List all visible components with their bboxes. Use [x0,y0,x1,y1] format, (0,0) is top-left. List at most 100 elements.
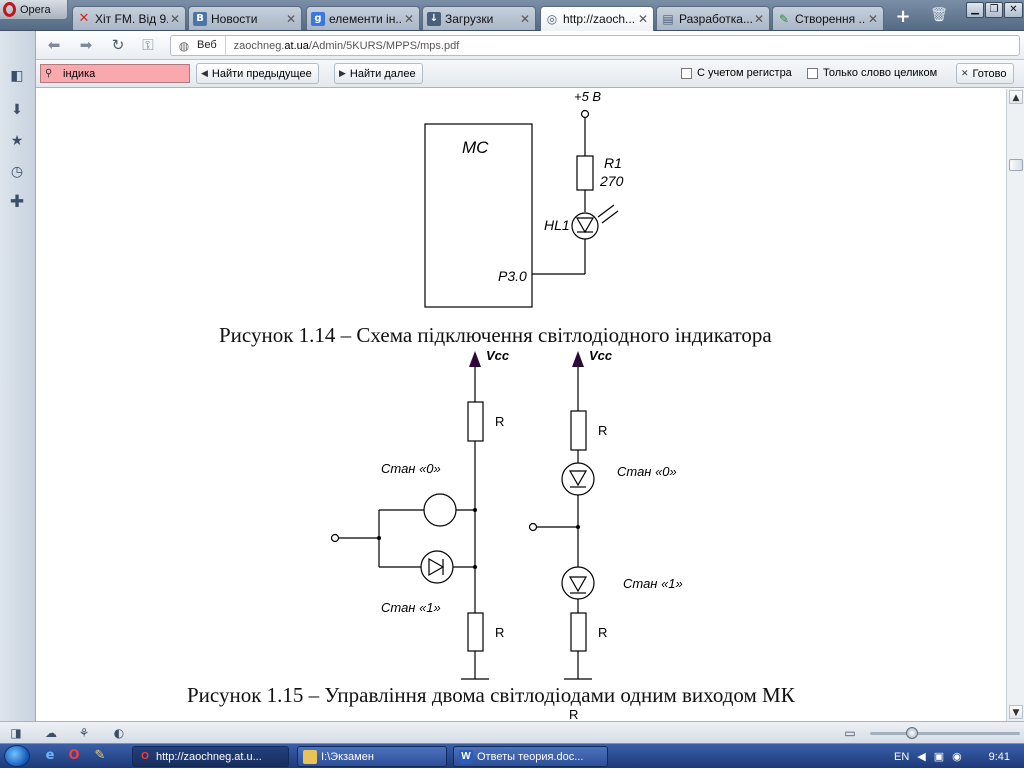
loading-icon: ◎ [546,12,558,26]
cloud-icon[interactable]: ☁ [45,726,57,740]
trash-icon[interactable]: 🗑 [930,7,948,23]
panel-toggle-icon[interactable]: ◨ [10,726,22,740]
led-state0-right-triangle [568,470,588,487]
close-window-button[interactable]: ✕ [1004,2,1023,18]
new-tab-button[interactable]: + [895,6,911,27]
r-label: R [495,625,504,640]
match-case-checkbox[interactable] [681,67,692,79]
led-state1-left [420,550,454,584]
taskbar-window-opera[interactable]: O http://zaochneg.at.u... [132,746,289,767]
r1-value-label: 270 [599,173,624,189]
zoom-view-icon[interactable]: ▭ [844,726,856,740]
find-input[interactable]: ⚲ індика [40,64,190,83]
share-icon[interactable]: ⚘ [78,726,90,740]
pin-label: P3.0 [498,268,527,284]
r-label: R [495,414,504,429]
zoom-slider[interactable] [870,727,1020,739]
close-tab-icon[interactable]: ✕ [169,11,181,26]
scroll-thumb[interactable] [1009,159,1023,171]
right-resistor-bottom [570,612,587,652]
find-done-button[interactable]: ✕ Готово [956,63,1014,84]
vk-icon: B [193,11,207,26]
supply-terminal [580,109,590,119]
bookmarks-icon[interactable]: ★ [10,133,24,149]
left-resistor-top [467,401,484,442]
vcc-label-left: Vcc [486,348,510,363]
close-tab-icon[interactable]: ✕ [403,11,415,26]
scroll-down-arrow[interactable]: ▼ [1009,705,1023,719]
tab-novosti[interactable]: B Новости ✕ [188,6,302,30]
globe-tray-icon[interactable]: ◉ [952,751,962,763]
taskbar-window-word[interactable]: W Ответы теория.doc... [453,746,608,767]
forward-icon[interactable]: ➡ [79,36,93,54]
r1-label: R1 [604,155,622,171]
vcc-label-right: Vcc [589,348,613,363]
taskbar-window-folder[interactable]: I:\Экзамен [297,746,447,767]
add-panel-icon[interactable]: ✚ [9,192,25,212]
folder-icon [303,749,317,764]
back-icon[interactable]: ⬅ [47,36,61,54]
tab-razrabotka[interactable]: ▤ Разработка... ✕ [656,6,770,30]
vertical-scrollbar[interactable]: ▲ ▼ [1006,89,1024,721]
address-mode-label[interactable]: Веб [193,36,226,55]
tray-expand-icon[interactable]: ◀ [917,751,926,763]
close-tab-icon[interactable]: ✕ [637,12,649,26]
state1-label-left: Стан «1» [381,600,441,615]
key-icon[interactable]: ⚿ [142,36,154,54]
tab-downloads[interactable]: ↓ Загрузки ✕ [422,6,536,30]
minimize-button[interactable]: ▁ [966,2,984,18]
zoom-slider-knob[interactable] [906,727,918,739]
match-case-option[interactable]: С учетом регистра [681,67,792,79]
x-icon: ✕ [78,11,90,26]
search-icon: ⚲ [45,68,53,79]
tab-label: Разработка... [679,11,752,26]
state0-label-left: Стан «0» [381,461,441,476]
find-next-label: Найти далее [349,67,416,80]
schematics: +5 В МС R1 270 HL1 P3.0 Vcc Vcc R R R R … [330,89,683,721]
url-prefix: zaochneg. [233,39,285,52]
hl1-label: HL1 [544,217,570,233]
clock[interactable]: 9:41 [988,750,1010,763]
address-toolbar: ⬅ ➡ ↻ ⚿ ◍ Веб zaochneg.at.ua/Admin/5KURS… [36,31,1024,60]
address-url[interactable]: zaochneg.at.ua/Admin/5KURS/MPPS/mps.pdf [226,40,460,52]
tab-strip: Opera ✕ Хіт FM. Від 9... ✕ B Новости ✕ g… [0,0,1024,31]
pdf-page: +5 В МС R1 270 HL1 P3.0 Vcc Vcc R R R R … [37,89,1005,721]
led-hl1-triangle [575,217,595,234]
tab-label: http://zaoch... [563,12,636,26]
led-state1-right [561,566,595,600]
notes-icon[interactable]: ◧ [10,68,24,84]
reload-icon[interactable]: ↻ [111,36,125,54]
speed-dial-icon[interactable]: ◐ [113,726,125,740]
tab-label: Створення ... [795,11,866,26]
find-next-button[interactable]: ▶ Найти далее [334,63,423,84]
pencil-quicklaunch-icon[interactable]: ✎ [94,748,106,763]
opera-menu-button[interactable]: Opera [0,0,68,20]
url-host: at.ua [284,39,309,52]
led-state1-triangle [428,557,445,577]
find-query: індика [63,67,96,80]
tab-label: Загрузки [445,11,494,26]
led-state0-left [423,493,457,527]
tab-hit-fm[interactable]: ✕ Хіт FM. Від 9... ✕ [72,6,186,30]
close-tab-icon[interactable]: ✕ [753,11,765,26]
close-tab-icon[interactable]: ✕ [285,11,297,26]
whole-word-option[interactable]: Только слово целиком [807,67,937,79]
pdf-viewer[interactable]: +5 В МС R1 270 HL1 P3.0 Vcc Vcc R R R R … [37,89,1005,721]
start-button[interactable] [4,745,30,767]
restore-button[interactable]: ❐ [985,2,1003,18]
history-icon[interactable]: ◷ [10,164,24,180]
opera-quicklaunch-icon[interactable]: O [68,748,80,763]
address-field[interactable]: ◍ Веб zaochneg.at.ua/Admin/5KURS/MPPS/mp… [170,35,1020,56]
find-previous-button[interactable]: ◀ Найти предыдущее [196,63,319,84]
close-tab-icon[interactable]: ✕ [867,11,879,26]
internet-explorer-icon[interactable]: e [45,748,55,763]
language-indicator[interactable]: EN [894,750,910,763]
scroll-up-arrow[interactable]: ▲ [1009,90,1023,104]
downloads-panel-icon[interactable]: ⬇ [11,102,23,118]
tab-elementy[interactable]: g елементи ін... ✕ [306,6,420,30]
network-icon[interactable]: ▣ [933,751,945,763]
close-tab-icon[interactable]: ✕ [519,11,531,26]
tab-stvorennya[interactable]: ✎ Створення ... ✕ [772,6,884,30]
tab-zaochneg[interactable]: ◎ http://zaoch... ✕ [540,6,654,31]
whole-word-checkbox[interactable] [807,67,818,79]
